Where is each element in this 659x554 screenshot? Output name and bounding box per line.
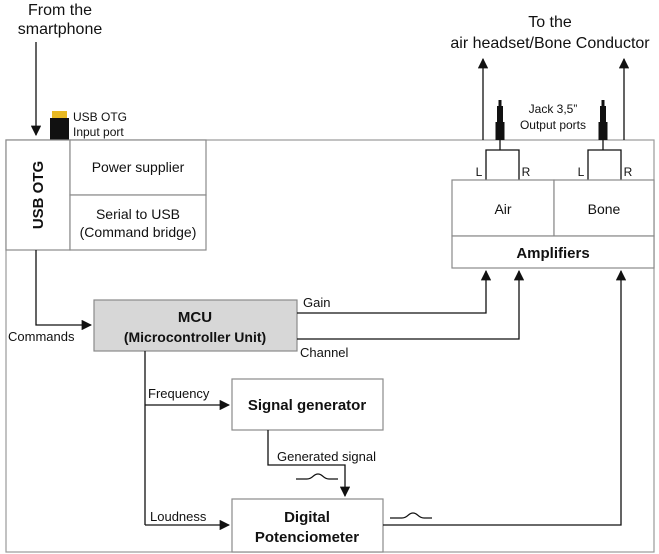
gain-label: Gain (303, 295, 330, 310)
air-jack-wiring (485, 140, 520, 180)
power-supplier-label: Power supplier (92, 159, 185, 175)
signal-generator-label: Signal generator (248, 397, 367, 414)
generated-signal-label: Generated signal (277, 449, 376, 464)
air-right-label: R (522, 165, 531, 179)
amplifiers-block (451, 235, 655, 269)
signal-generator-block (231, 378, 384, 431)
digital-potentiometer-block (231, 498, 384, 553)
amplifiers-label: Amplifiers (516, 245, 589, 262)
commands-wire (35, 250, 93, 331)
digital-potentiometer-label-line2: Potenciometer (255, 529, 359, 546)
air-amplifier-label: Air (494, 201, 511, 217)
mcu-label-line2: (Microcontroller Unit) (124, 329, 266, 345)
destination-label-line2: air headset/Bone Conductor (450, 35, 650, 52)
jack-bone-icon (598, 100, 608, 140)
channel-wire (297, 269, 525, 340)
bone-amplifier-label: Bone (588, 201, 621, 217)
serial-bridge-block (69, 194, 207, 251)
jack-label-line1: Jack 3,5” (529, 102, 578, 116)
frequency-label: Frequency (148, 386, 210, 401)
usb-port-label-line2: Input port (73, 125, 124, 139)
output-wave-icon (390, 512, 432, 519)
usb-otg-block (5, 139, 71, 251)
destination-label-line1: To the (528, 14, 572, 31)
generated-signal-wire (267, 430, 351, 498)
generated-wave-icon (296, 473, 338, 480)
source-label-line1: From the (28, 2, 92, 19)
bone-right-label: R (624, 165, 633, 179)
mcu-block (93, 299, 298, 352)
output-signal-wire (383, 269, 627, 526)
usb-otg-label: USB OTG (30, 161, 47, 229)
usb-connector-icon (50, 111, 69, 140)
gain-wire (297, 269, 492, 314)
source-label-line2: smartphone (18, 21, 103, 38)
power-supplier-block (69, 139, 207, 196)
mcu-label-line1: MCU (178, 309, 212, 326)
bone-left-label: L (578, 165, 585, 179)
loudness-label: Loudness (150, 509, 207, 524)
digital-potentiometer-label-line1: Digital (284, 509, 330, 526)
jack-label-line2: Output ports (520, 118, 586, 132)
serial-bridge-label-line2: (Command bridge) (80, 224, 197, 240)
channel-label: Channel (300, 345, 349, 360)
usb-port-label-line1: USB OTG (73, 110, 127, 124)
commands-label: Commands (8, 329, 75, 344)
serial-bridge-label-line1: Serial to USB (96, 206, 180, 222)
jack-air-icon (495, 100, 505, 140)
bone-jack-wiring (587, 140, 622, 180)
air-left-label: L (476, 165, 483, 179)
